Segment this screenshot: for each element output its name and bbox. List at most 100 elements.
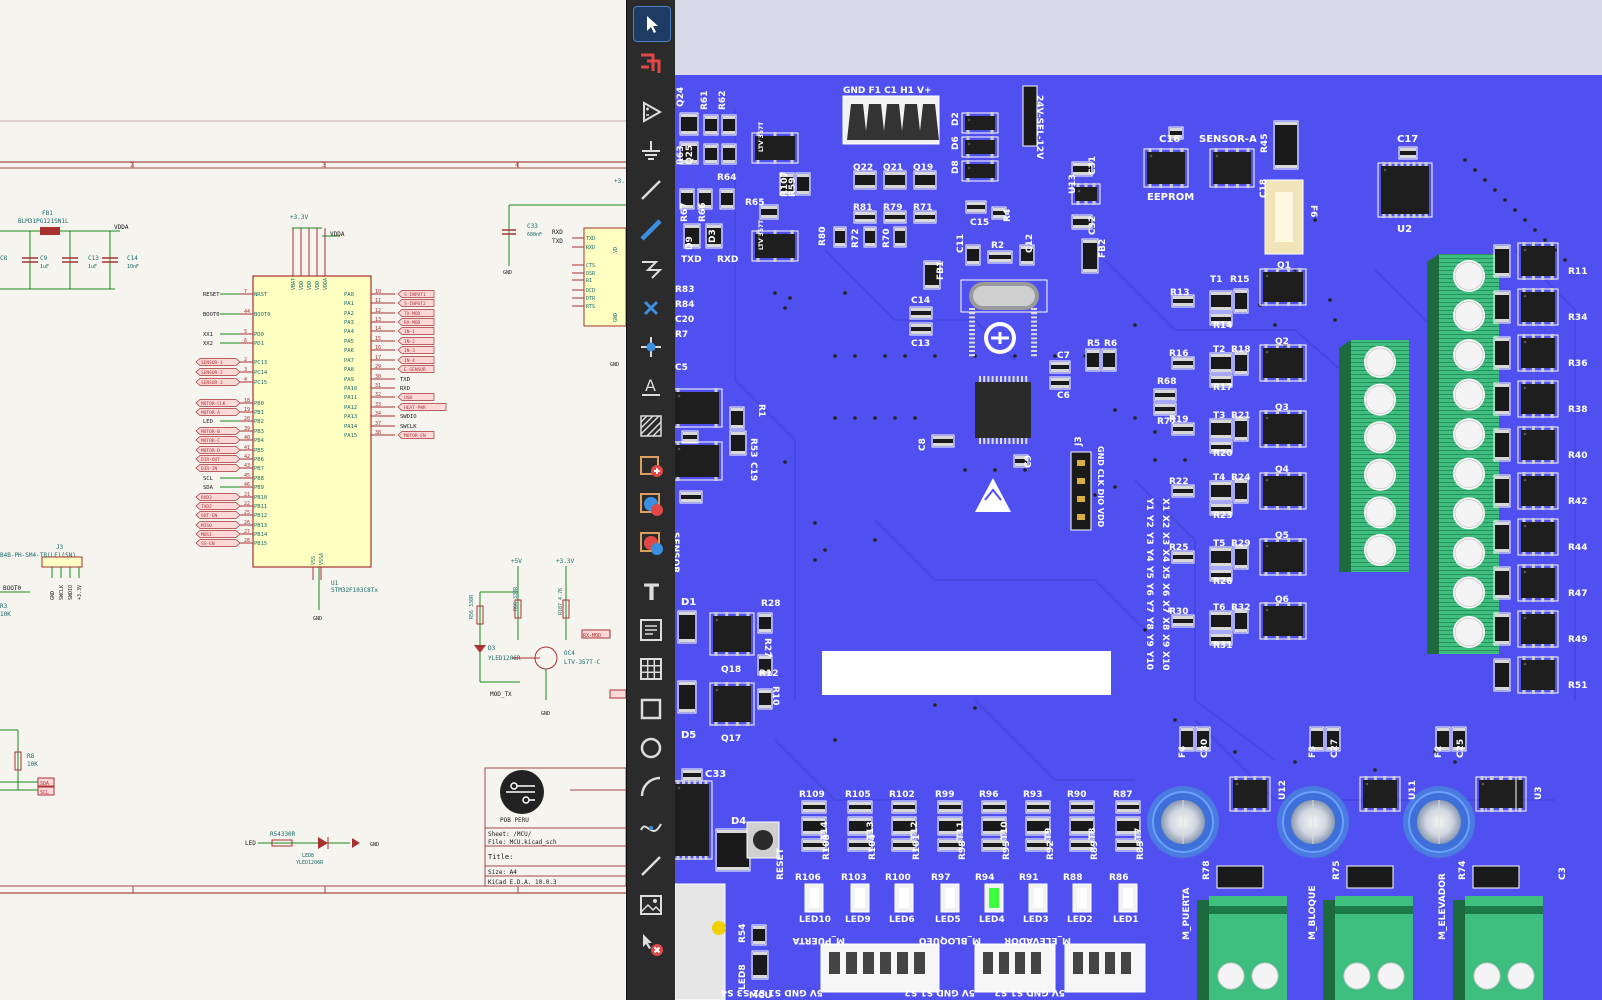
component-u2[interactable] — [1377, 162, 1433, 218]
smd-component[interactable] — [677, 680, 697, 714]
import-sheet-pin-tool-button[interactable] — [633, 526, 669, 560]
add-circle-tool-button[interactable] — [633, 731, 669, 765]
smd-component[interactable] — [801, 800, 827, 814]
add-rectangle-tool-button[interactable] — [633, 692, 669, 726]
smd-component[interactable] — [679, 188, 695, 210]
smd-component[interactable] — [1209, 290, 1233, 312]
hier-label-in-3[interactable] — [397, 346, 435, 354]
smd-component[interactable] — [729, 406, 745, 430]
eeprom-chip[interactable] — [1143, 148, 1189, 188]
decoupling-caps[interactable]: C8 C9 1uF C13 1uF C14 10nF — [0, 231, 139, 290]
hier-label-sensor-1[interactable] — [195, 358, 241, 366]
hier-label-mosi[interactable] — [195, 530, 241, 538]
smd-component[interactable] — [801, 816, 827, 836]
smd-component[interactable] — [1209, 352, 1233, 374]
smd-component[interactable] — [681, 768, 703, 782]
smd-component[interactable] — [1309, 726, 1325, 752]
component-d6[interactable] — [961, 136, 999, 158]
smd-component[interactable] — [801, 838, 827, 852]
smd-component[interactable] — [1493, 244, 1511, 278]
add-image-tool-button[interactable] — [633, 888, 669, 922]
smd-component[interactable] — [1085, 348, 1101, 372]
component-q2[interactable] — [1259, 344, 1307, 382]
smd-component[interactable] — [965, 244, 981, 266]
smd-component[interactable] — [1171, 356, 1195, 370]
add-symbol-tool-button[interactable] — [633, 95, 669, 129]
smd-component[interactable] — [981, 800, 1007, 814]
smd-component[interactable] — [833, 226, 847, 248]
component-q5[interactable] — [1259, 538, 1307, 576]
ferrite-bead-fb1[interactable]: FB1 BLM31PG121SN1L VDDA — [0, 210, 129, 235]
screw-terminal-elevador[interactable] — [1453, 896, 1543, 1000]
smd-component[interactable] — [847, 838, 873, 852]
smd-component[interactable] — [715, 828, 751, 872]
terminal-block-6pos[interactable] — [1339, 340, 1409, 572]
component-r44[interactable] — [1517, 518, 1559, 556]
smd-component[interactable] — [1325, 726, 1341, 752]
smd-component[interactable] — [1069, 800, 1095, 814]
smd-component[interactable] — [1493, 566, 1511, 600]
hier-label-rxd2[interactable] — [195, 493, 241, 501]
smd-component[interactable] — [1273, 120, 1299, 170]
uart-chip[interactable]: C33 680nF GND RXD TXD +3. GND — [502, 178, 626, 368]
component-r38[interactable] — [1517, 380, 1559, 418]
hier-label-out-en[interactable] — [195, 511, 241, 519]
smd-component[interactable] — [1025, 838, 1051, 852]
swd-header-j3[interactable] — [1070, 451, 1092, 531]
component-r34[interactable] — [1517, 288, 1559, 326]
component-q19[interactable] — [913, 170, 937, 190]
screw-terminal-bloque[interactable] — [1323, 896, 1413, 1000]
component-d8[interactable] — [961, 160, 999, 182]
smd-component[interactable] — [677, 610, 697, 644]
smd-component[interactable] — [1233, 288, 1249, 314]
smd-component[interactable] — [1153, 388, 1177, 402]
add-bezier-tool-button[interactable] — [633, 810, 669, 844]
optocoupler-circuit[interactable]: +5V +3.3V R56 330R R66 330R R107 4.7K D3… — [469, 558, 626, 717]
smd-component[interactable] — [719, 188, 735, 210]
add-bus-tool-button[interactable] — [633, 213, 669, 247]
component-q24[interactable] — [679, 112, 699, 136]
smd-component[interactable] — [891, 838, 917, 852]
smd-component[interactable] — [847, 800, 873, 814]
smd-component[interactable] — [1168, 126, 1184, 140]
hier-label-sensor-2[interactable] — [195, 368, 241, 376]
hier-label-s-input1[interactable] — [397, 290, 435, 298]
component-left-ic2[interactable] — [675, 441, 723, 481]
add-wire-tool-button[interactable] — [633, 173, 669, 207]
electrolytic-cap[interactable] — [1277, 786, 1349, 858]
hier-label-motor-clk[interactable] — [195, 399, 241, 407]
component-u12[interactable] — [1229, 776, 1271, 812]
smd-component[interactable] — [1209, 418, 1233, 440]
smd-component[interactable] — [1435, 726, 1451, 752]
smd-component[interactable] — [1233, 608, 1249, 634]
hier-label-heat-pwr[interactable] — [397, 403, 447, 411]
smd-component[interactable] — [981, 816, 1007, 836]
i2c-pullup-r8[interactable]: R8 10K SDA SCL — [0, 729, 55, 796]
smd-component[interactable] — [757, 612, 773, 634]
smd-component[interactable] — [1013, 454, 1029, 468]
smd-component[interactable] — [1153, 402, 1177, 416]
mcu-chip-lqfp[interactable] — [969, 308, 1037, 444]
hier-label-motor-d[interactable] — [195, 446, 241, 454]
smd-component[interactable] — [1171, 484, 1195, 498]
smd-component[interactable] — [1493, 290, 1511, 324]
smd-component[interactable] — [697, 188, 713, 210]
smd-component[interactable] — [1171, 614, 1195, 628]
connector-m-puerta[interactable] — [820, 943, 940, 993]
smd-component[interactable] — [1493, 612, 1511, 646]
component-r78[interactable] — [1216, 865, 1264, 889]
smd-component[interactable] — [759, 204, 779, 220]
smd-component[interactable] — [1179, 726, 1195, 752]
component-r75[interactable] — [1346, 865, 1394, 889]
hier-label-txd2[interactable] — [195, 502, 241, 510]
smd-component[interactable] — [1069, 816, 1095, 836]
smd-component[interactable] — [705, 223, 723, 249]
smd-component[interactable] — [1209, 546, 1233, 568]
hierarchical-label-tool-button[interactable] — [633, 409, 669, 443]
schematic-editor-canvas[interactable]: 2 3 4 FB1 BLM31PG121SN1L VDDA C8 C9 1uF … — [0, 0, 626, 1000]
smd-component[interactable] — [1493, 658, 1511, 692]
component-q3[interactable] — [1259, 410, 1307, 448]
smd-component[interactable] — [1171, 294, 1195, 308]
smd-component[interactable] — [1115, 800, 1141, 814]
smd-component[interactable] — [937, 816, 963, 836]
